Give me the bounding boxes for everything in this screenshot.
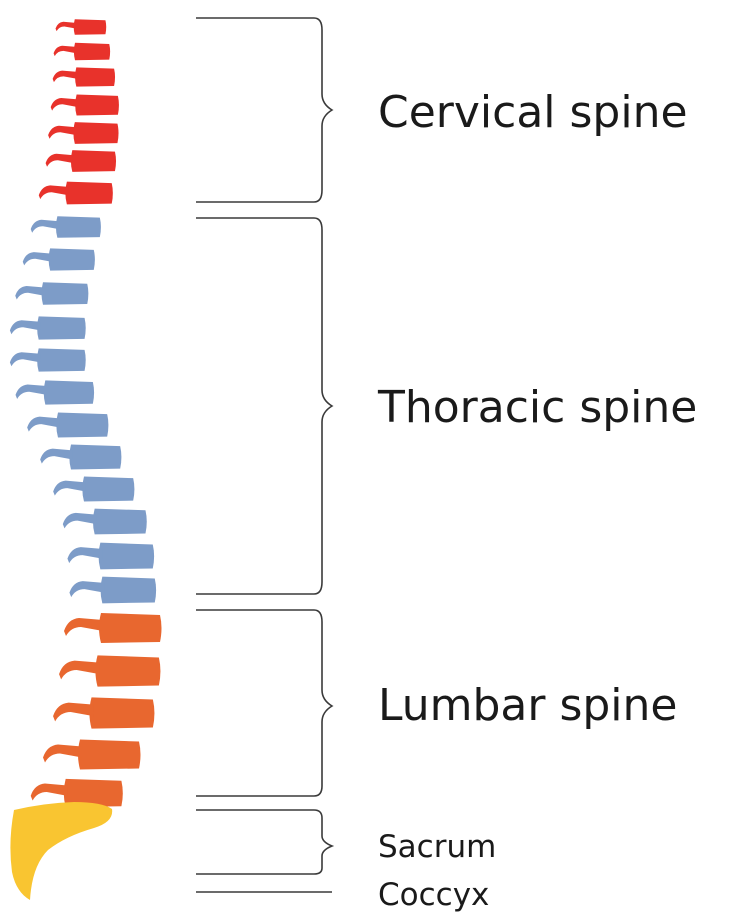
thoracic-vertebra-10 bbox=[63, 509, 147, 535]
cervical-vertebra-5 bbox=[48, 122, 118, 144]
cervical-vertebra-6 bbox=[46, 150, 116, 172]
thoracic-vertebra-2 bbox=[23, 248, 95, 270]
lumbar-spine-label: Lumbar spine bbox=[378, 680, 678, 731]
cervical-bracket bbox=[196, 18, 332, 202]
lumbar-vertebra-4 bbox=[43, 740, 141, 770]
sacrum-bracket bbox=[196, 810, 332, 874]
cervical-vertebra-1 bbox=[56, 19, 107, 35]
thoracic-vertebra-5 bbox=[10, 348, 86, 371]
thoracic-vertebra-3 bbox=[15, 282, 88, 305]
cervical-vertebra-2 bbox=[54, 43, 111, 60]
cervical-spine-label: Cervical spine bbox=[378, 87, 688, 138]
sacrum-bone bbox=[10, 802, 112, 900]
thoracic-vertebra-7 bbox=[27, 413, 108, 438]
sacrum-label: Sacrum bbox=[378, 829, 496, 865]
thoracic-vertebra-6 bbox=[16, 380, 95, 404]
coccyx-label: Coccyx bbox=[378, 877, 489, 913]
cervical-vertebra-4 bbox=[51, 95, 119, 116]
thoracic-vertebra-11 bbox=[67, 543, 154, 570]
thoracic-vertebra-4 bbox=[10, 316, 86, 339]
thoracic-bracket bbox=[196, 218, 332, 594]
vertebral-column bbox=[10, 19, 162, 807]
thoracic-vertebra-12 bbox=[69, 577, 156, 604]
lumbar-vertebra-2 bbox=[59, 655, 160, 686]
lumbar-vertebra-1 bbox=[64, 613, 162, 643]
thoracic-spine-label: Thoracic spine bbox=[377, 382, 697, 433]
cervical-vertebra-3 bbox=[53, 67, 115, 86]
thoracic-vertebra-1 bbox=[31, 216, 101, 238]
lumbar-vertebra-3 bbox=[53, 697, 154, 728]
thoracic-vertebra-9 bbox=[53, 477, 134, 502]
lumbar-bracket bbox=[196, 610, 332, 796]
thoracic-vertebra-8 bbox=[40, 445, 121, 470]
cervical-vertebra-7 bbox=[39, 182, 113, 205]
